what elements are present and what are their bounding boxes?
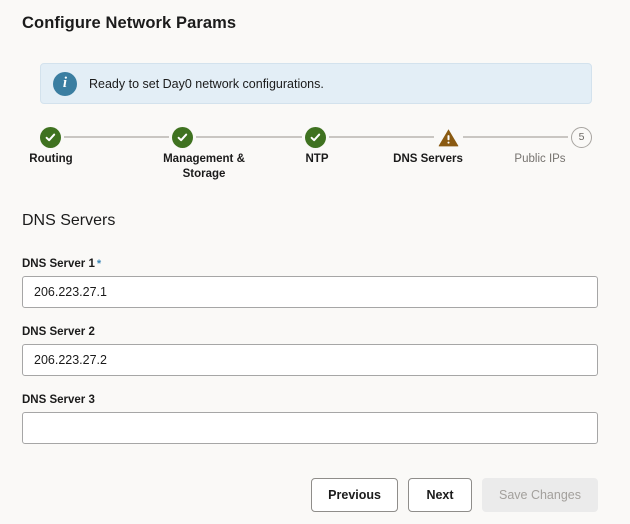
next-button[interactable]: Next <box>407 478 472 512</box>
step-label-routing: Routing <box>29 153 73 165</box>
wizard-stepper: 5 Routing Management & Storage NTP DNS S… <box>29 126 592 192</box>
section-heading: DNS Servers <box>22 212 116 229</box>
stepper-connector <box>328 136 434 138</box>
step-label-dns-servers: DNS Servers <box>393 153 463 165</box>
field-label-dns-server-1: DNS Server 1* <box>22 258 598 270</box>
field-label-dns-server-3: DNS Server 3 <box>22 394 598 406</box>
field-dns-server-1: DNS Server 1* <box>22 258 598 308</box>
field-dns-server-2: DNS Server 2 <box>22 326 598 376</box>
dns-server-1-input[interactable] <box>22 276 598 308</box>
dns-server-2-input[interactable] <box>22 344 598 376</box>
field-label-text: DNS Server 2 <box>22 326 95 338</box>
check-icon <box>304 126 326 148</box>
step-node-ntp[interactable] <box>304 126 326 148</box>
info-banner-message: Ready to set Day0 network configurations… <box>89 76 324 91</box>
required-marker: * <box>96 258 102 270</box>
step-label-ntp: NTP <box>305 153 329 165</box>
stepper-connector <box>64 136 170 138</box>
page-title: Configure Network Params <box>22 14 237 32</box>
field-dns-server-3: DNS Server 3 <box>22 394 598 444</box>
step-node-public-ips[interactable]: 5 <box>571 126 592 148</box>
step-node-management-storage[interactable] <box>172 126 194 148</box>
previous-button[interactable]: Previous <box>311 478 398 512</box>
field-label-text: DNS Server 1 <box>22 258 95 270</box>
save-changes-button: Save Changes <box>481 478 598 512</box>
footer-actions: Previous Next Save Changes <box>22 478 598 512</box>
warning-triangle-icon <box>437 127 460 148</box>
stepper-labels: Routing Management & Storage NTP DNS Ser… <box>29 152 592 192</box>
field-label-text: DNS Server 3 <box>22 394 95 406</box>
stepper-track: 5 <box>40 126 592 148</box>
dns-server-3-input[interactable] <box>22 412 598 444</box>
field-label-dns-server-2: DNS Server 2 <box>22 326 598 338</box>
check-icon <box>172 126 194 148</box>
info-icon: i <box>53 71 77 96</box>
check-icon <box>40 126 61 148</box>
stepper-connector <box>196 136 302 138</box>
step-label-management-storage: Management & Storage <box>163 153 245 180</box>
step-node-dns-servers[interactable] <box>437 127 460 148</box>
info-banner: i Ready to set Day0 network configuratio… <box>40 63 592 104</box>
stepper-connector <box>462 136 568 138</box>
step-label-public-ips: Public IPs <box>514 153 566 165</box>
step-number-badge: 5 <box>571 126 592 148</box>
step-node-routing[interactable] <box>40 126 61 148</box>
